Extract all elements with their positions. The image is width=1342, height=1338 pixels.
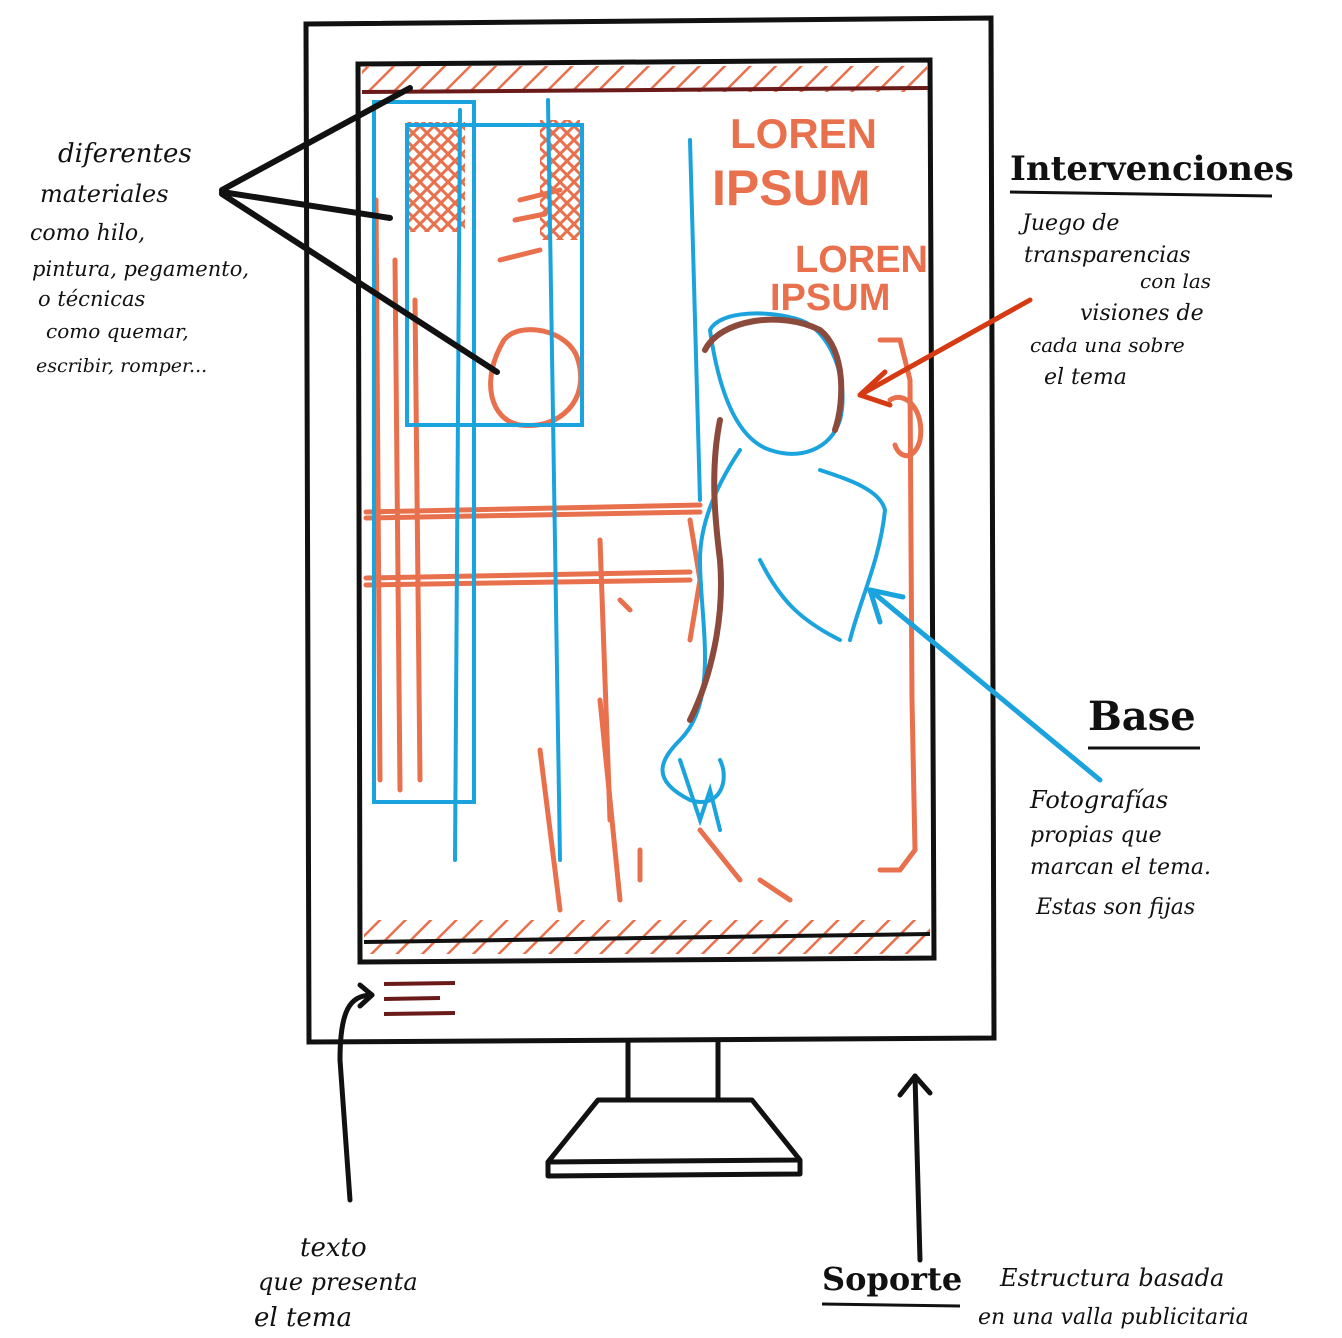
base-line-1: Fotografías [1029, 786, 1168, 814]
interventions-line-6: el tema [1044, 365, 1127, 390]
interventions-line-5: cada una sobre [1030, 333, 1185, 357]
materials-line-4: pintura, pegamento, [32, 257, 249, 281]
lorem-top-line2: IPSUM [712, 160, 870, 216]
crosshatch-patch-right [540, 120, 580, 240]
interventions-annotation: Intervenciones Juego de transparencias c… [1010, 149, 1294, 390]
brown-hair-sketch [690, 320, 841, 720]
lorem-mid-line1: LOREN [795, 239, 928, 281]
interventions-line-1: Juego de [1018, 211, 1119, 236]
support-line-2: en una valla publicitaria [978, 1305, 1249, 1330]
text-label-arrow [340, 985, 372, 1200]
base-arrow [870, 590, 1100, 780]
interventions-line-4: visiones de [1080, 301, 1204, 326]
materials-line-1: diferentes [58, 139, 192, 169]
support-annotation: Soporte Estructura basada en una valla p… [822, 1260, 1249, 1330]
support-title: Soporte [822, 1260, 962, 1298]
support-line-1: Estructura basada [999, 1264, 1224, 1292]
materials-line-5: o técnicas [38, 287, 145, 311]
base-title: Base [1088, 693, 1196, 740]
presentation-text-lines [384, 983, 455, 1014]
base-annotation: Base Fotografías propias que marcan el t… [1029, 693, 1211, 920]
stand-base [548, 1100, 800, 1162]
lorem-mid-line2: IPSUM [770, 277, 890, 319]
materials-line-3: como hilo, [30, 221, 145, 246]
base-line-4: Estas son fijas [1035, 895, 1195, 920]
poster-lorem-texts: LOREN IPSUM LOREN IPSUM [712, 110, 928, 319]
stand-post [628, 1042, 718, 1100]
crosshatch-patch-left [405, 122, 465, 232]
text-label-line-2: que presenta [258, 1268, 418, 1296]
materials-line-2: materiales [40, 180, 169, 208]
interventions-line-2: transparencias [1024, 243, 1191, 268]
materials-annotation: diferentes materiales como hilo, pintura… [30, 139, 249, 377]
materials-line-7: escribir, romper... [36, 355, 207, 377]
text-label-line-3: el tema [254, 1303, 352, 1333]
base-line-3: marcan el tema. [1030, 855, 1211, 880]
support-arrow [900, 1076, 930, 1260]
interventions-line-3: con las [1140, 269, 1211, 293]
interventions-title: Intervenciones [1010, 149, 1294, 189]
lorem-top-line1: LOREN [730, 110, 877, 157]
text-label-annotation: texto que presenta el tema [254, 1233, 418, 1333]
base-line-2: propias que [1030, 823, 1162, 848]
text-label-line-1: texto [300, 1233, 367, 1263]
billboard-stand [548, 1042, 800, 1176]
materials-line-6: como quemar, [46, 319, 189, 343]
